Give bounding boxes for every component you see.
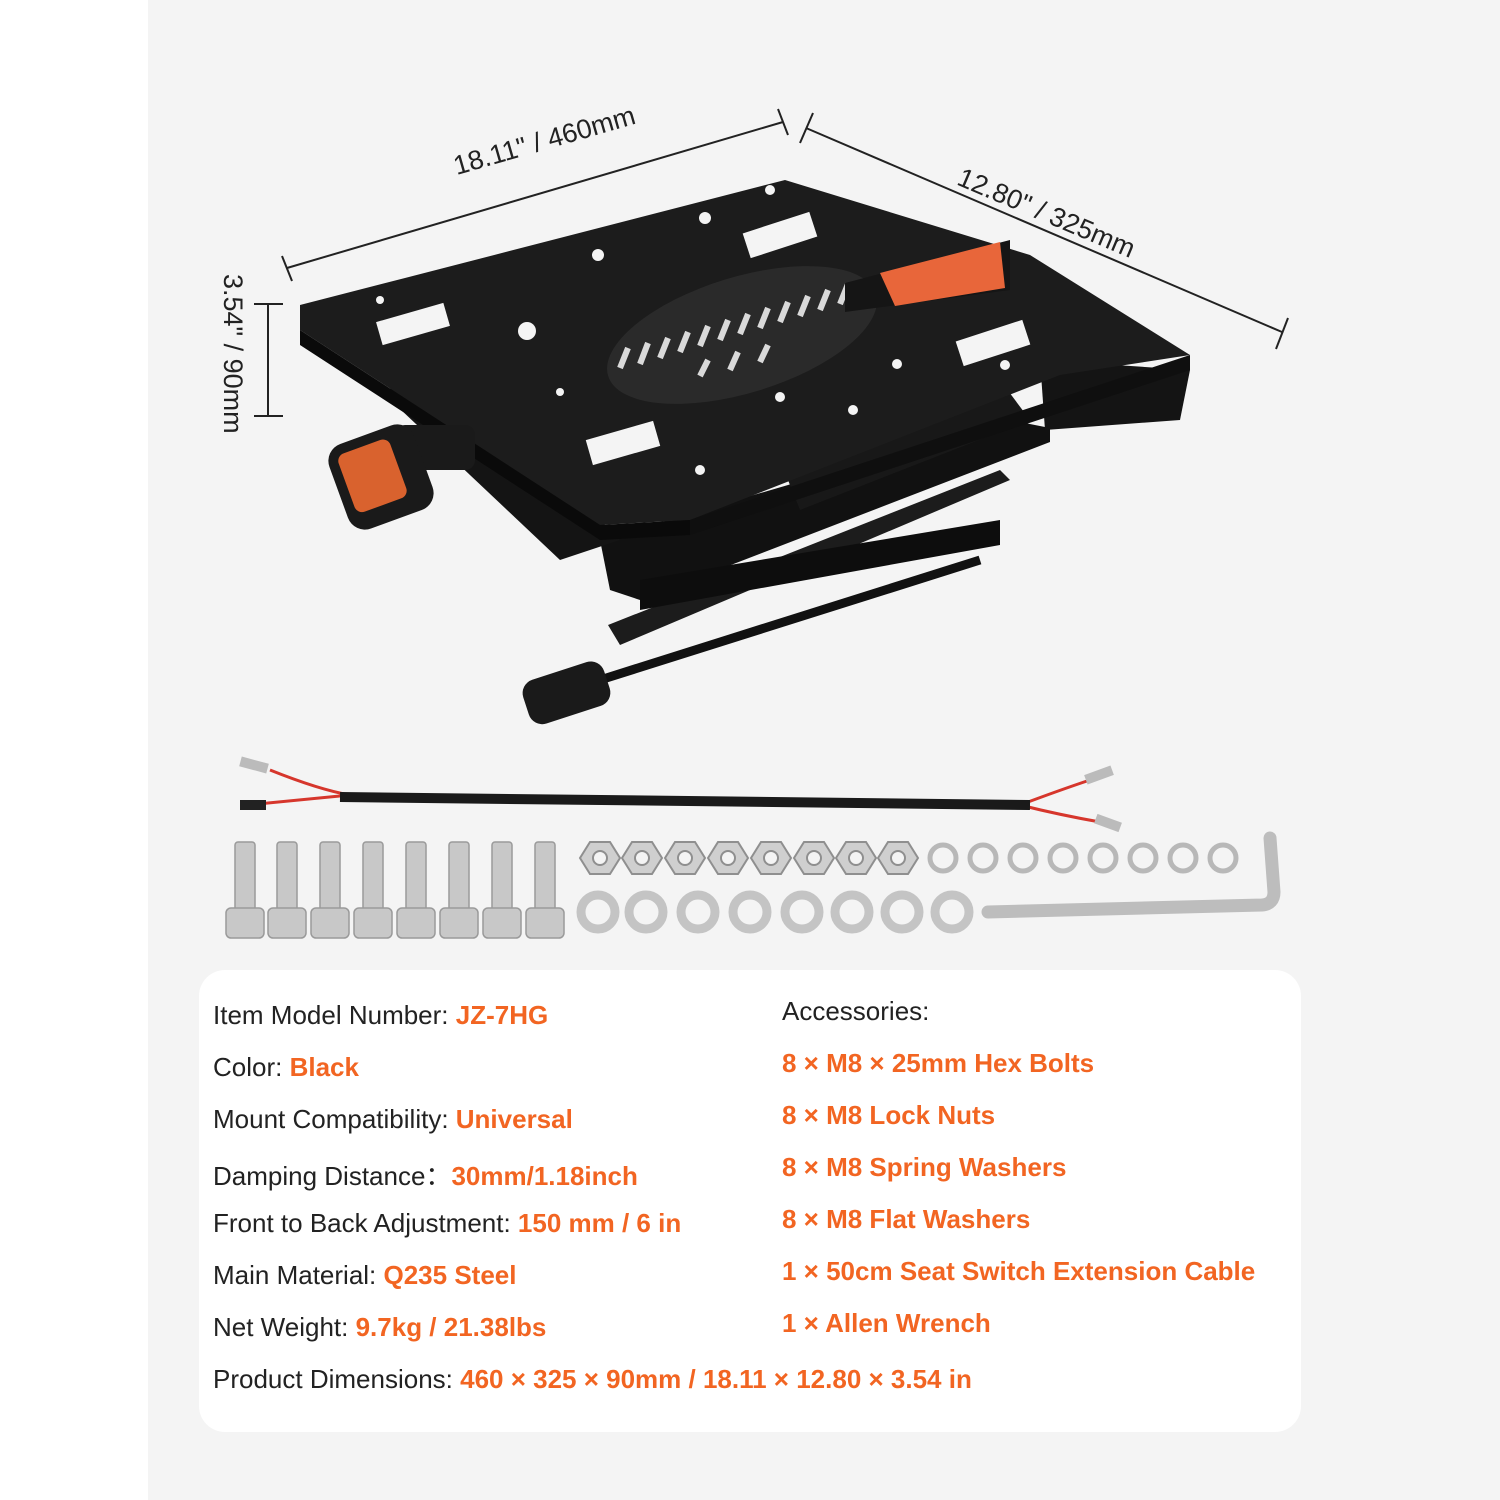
spring-washers	[927, 842, 1239, 874]
seat-rails	[600, 360, 1190, 645]
lock-nuts	[578, 841, 920, 875]
spec-model-label: Item Model Number:	[213, 1000, 456, 1030]
extension-cable	[239, 756, 1122, 833]
spec-mount-label: Mount Compatibility:	[213, 1104, 456, 1134]
spec-weight: Net Weight: 9.7kg / 21.38lbs	[213, 1312, 546, 1343]
spec-material-value: Q235 Steel	[383, 1260, 517, 1290]
spec-adjustment-value: 150 mm / 6 in	[517, 1208, 682, 1238]
accessory-item: 8 × M8 × 25mm Hex Bolts	[782, 1048, 1095, 1078]
spec-color-label: Color:	[213, 1052, 290, 1082]
spec-color-value: Black	[289, 1052, 359, 1082]
spec-model-value: JZ-7HG	[455, 1000, 549, 1030]
accessory-item: 1 × 50cm Seat Switch Extension Cable	[782, 1256, 1256, 1286]
spec-mount-value: Universal	[455, 1104, 573, 1134]
spec-material: Main Material: Q235 Steel	[213, 1260, 516, 1291]
spec-mount: Mount Compatibility: Universal	[213, 1104, 573, 1135]
spec-damping-value: 30mm/1.18inch	[451, 1161, 638, 1191]
spec-adjustment-label: Front to Back Adjustment:	[213, 1208, 518, 1238]
spec-model: Item Model Number: JZ-7HG	[213, 1000, 548, 1031]
spec-dimensions-value: 460 × 325 × 90mm / 18.11 × 12.80 × 3.54 …	[460, 1364, 972, 1394]
spec-dimensions-label: Product Dimensions:	[213, 1364, 461, 1394]
spec-card	[199, 970, 1301, 1432]
accessory-item: 8 × M8 Spring Washers	[782, 1152, 1067, 1182]
accessory-item: 8 × M8 Lock Nuts	[782, 1100, 996, 1130]
spec-weight-label: Net Weight:	[213, 1312, 356, 1342]
height-knob	[328, 424, 475, 530]
allen-wrench	[981, 831, 1281, 919]
spec-material-label: Main Material:	[213, 1260, 384, 1290]
accessory-item: 8 × M8 Flat Washers	[782, 1204, 1031, 1234]
spec-weight-value: 9.7kg / 21.38lbs	[355, 1312, 547, 1342]
spec-dimensions: Product Dimensions: 460 × 325 × 90mm / 1…	[213, 1364, 972, 1395]
dimension-lines	[254, 108, 1289, 417]
adjustment-handle	[522, 555, 982, 725]
hex-bolts	[225, 841, 565, 939]
spec-color: Color: Black	[213, 1052, 359, 1083]
flat-washers	[576, 890, 974, 934]
top-plate	[300, 180, 1190, 540]
height-dimension-label: 3.54" / 90mm	[218, 274, 248, 434]
spec-damping-label: Damping Distance：	[213, 1161, 452, 1191]
accessory-item: 1 × Allen Wrench	[782, 1308, 991, 1338]
accessories-title: Accessories:	[782, 996, 930, 1026]
spec-damping: Damping Distance：30mm/1.18inch	[213, 1156, 638, 1193]
spec-adjustment: Front to Back Adjustment: 150 mm / 6 in	[213, 1208, 681, 1239]
